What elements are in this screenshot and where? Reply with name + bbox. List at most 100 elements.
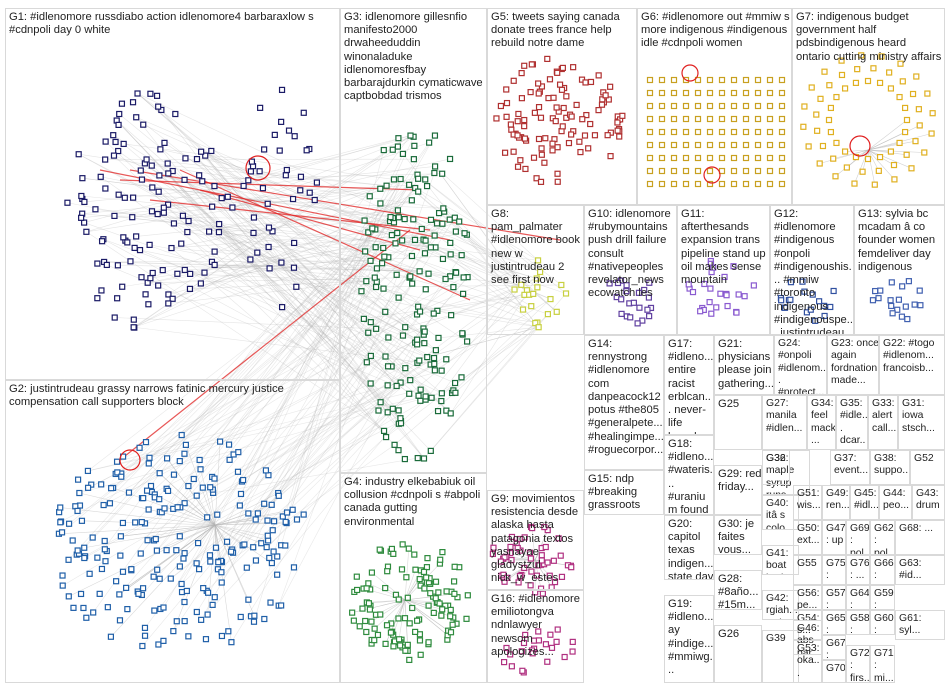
g3-node (426, 139, 433, 146)
g11-node (685, 281, 692, 288)
g4-node (365, 600, 373, 607)
g6-node (658, 154, 666, 162)
edge (166, 458, 216, 526)
g16-node (522, 631, 529, 639)
g1-node (137, 167, 144, 174)
g3-node (411, 236, 419, 243)
g9-node (527, 555, 535, 562)
edge (286, 178, 401, 524)
edge (189, 280, 367, 290)
g8-node (533, 275, 540, 282)
g9-node (508, 533, 516, 541)
g5-node (598, 101, 606, 108)
g13-node (888, 302, 895, 310)
g5-node (614, 127, 621, 134)
edge (81, 520, 216, 526)
edge (278, 313, 435, 606)
edge (158, 191, 419, 396)
group-label-g17: G17: #idleno... entire racist erblcan...… (668, 338, 714, 434)
g3-node (460, 290, 467, 297)
group-panel-g19: G19: #idleno... ay #indige... #mmiwg... (664, 595, 714, 683)
g4-node (449, 621, 456, 628)
g9-node (490, 544, 497, 551)
g7-node (852, 79, 860, 87)
g3-node (421, 340, 428, 347)
g11-node (689, 288, 697, 296)
g2-node (57, 504, 64, 511)
g1-node (278, 259, 285, 266)
group-panel-g38: G38: suppo... (870, 450, 910, 485)
group-label-g8: G8: pam_palmater #idlenomore book new w … (491, 208, 580, 287)
group-panel-g24: G24: #onpoli #idlenom... #protect... (774, 335, 827, 395)
edge (231, 328, 424, 643)
edge (146, 159, 393, 409)
g6-node (670, 102, 678, 110)
edge (84, 222, 425, 344)
g2-node (106, 500, 114, 507)
group-panel-g43: G43: drum (912, 485, 945, 520)
g16-node (569, 638, 576, 645)
g2-node (300, 511, 307, 518)
g2-node (98, 481, 105, 488)
group-panel-g13: G13: sylvia bc mcadam â co founder women… (854, 205, 945, 335)
edge (196, 158, 451, 414)
g3-node (384, 363, 392, 370)
g4-node (451, 563, 458, 570)
group-panel-g14: G14: rennystrong #idlenomore com danpeac… (584, 335, 664, 470)
g12-node (821, 312, 828, 320)
g6-node (754, 141, 762, 149)
edge (128, 286, 454, 493)
self-loop-marker (849, 135, 871, 157)
edge (380, 203, 539, 328)
g3-node (458, 374, 465, 381)
g7-node (800, 123, 807, 130)
g13-node (887, 297, 894, 304)
edge (134, 260, 371, 523)
g2-node (261, 615, 268, 623)
g6-node (706, 141, 714, 149)
g7-node (841, 148, 849, 155)
g11-node (721, 273, 728, 281)
g2-node (252, 557, 260, 564)
edge (232, 142, 430, 208)
g1-node (259, 185, 267, 192)
g6-node (742, 141, 750, 149)
g7-node (913, 73, 920, 80)
g4-node (409, 604, 416, 612)
g6-node (742, 76, 750, 84)
g1-node (121, 194, 128, 201)
g3-node (427, 216, 435, 223)
self-loop-marker (245, 155, 271, 181)
g1-node (92, 206, 99, 213)
g1-node (133, 233, 140, 240)
edge (171, 247, 385, 432)
g3-node (407, 377, 414, 384)
g8-node (535, 324, 542, 331)
g6-node (730, 128, 738, 136)
g5-node (533, 175, 540, 182)
g1-node (156, 172, 163, 179)
g3-node (406, 181, 413, 188)
group-label-g37: G37: event... (834, 453, 869, 477)
g6-node (646, 128, 654, 136)
edge (156, 247, 384, 551)
g6-node (670, 154, 678, 162)
highlight-edge (99, 169, 451, 241)
edge (196, 495, 216, 526)
group-label-g63: G63: #id... (899, 558, 922, 582)
edge (140, 170, 410, 395)
g2-node (113, 578, 120, 585)
g3-node (435, 209, 443, 217)
group-panel-g18: G18: #idleno... #wateris... #uranium fou… (664, 435, 714, 515)
g1-node (211, 261, 218, 269)
edge (112, 216, 391, 489)
g1-node (206, 228, 213, 235)
edge (144, 163, 387, 187)
group-label-g33: G33: alert call... (872, 398, 897, 434)
g6-node (730, 115, 738, 123)
g1-node (297, 187, 304, 194)
g5-node (563, 93, 570, 100)
g3-node (430, 310, 437, 317)
group-label-g75: G75: sa... (826, 558, 846, 584)
g2-node (101, 546, 108, 553)
